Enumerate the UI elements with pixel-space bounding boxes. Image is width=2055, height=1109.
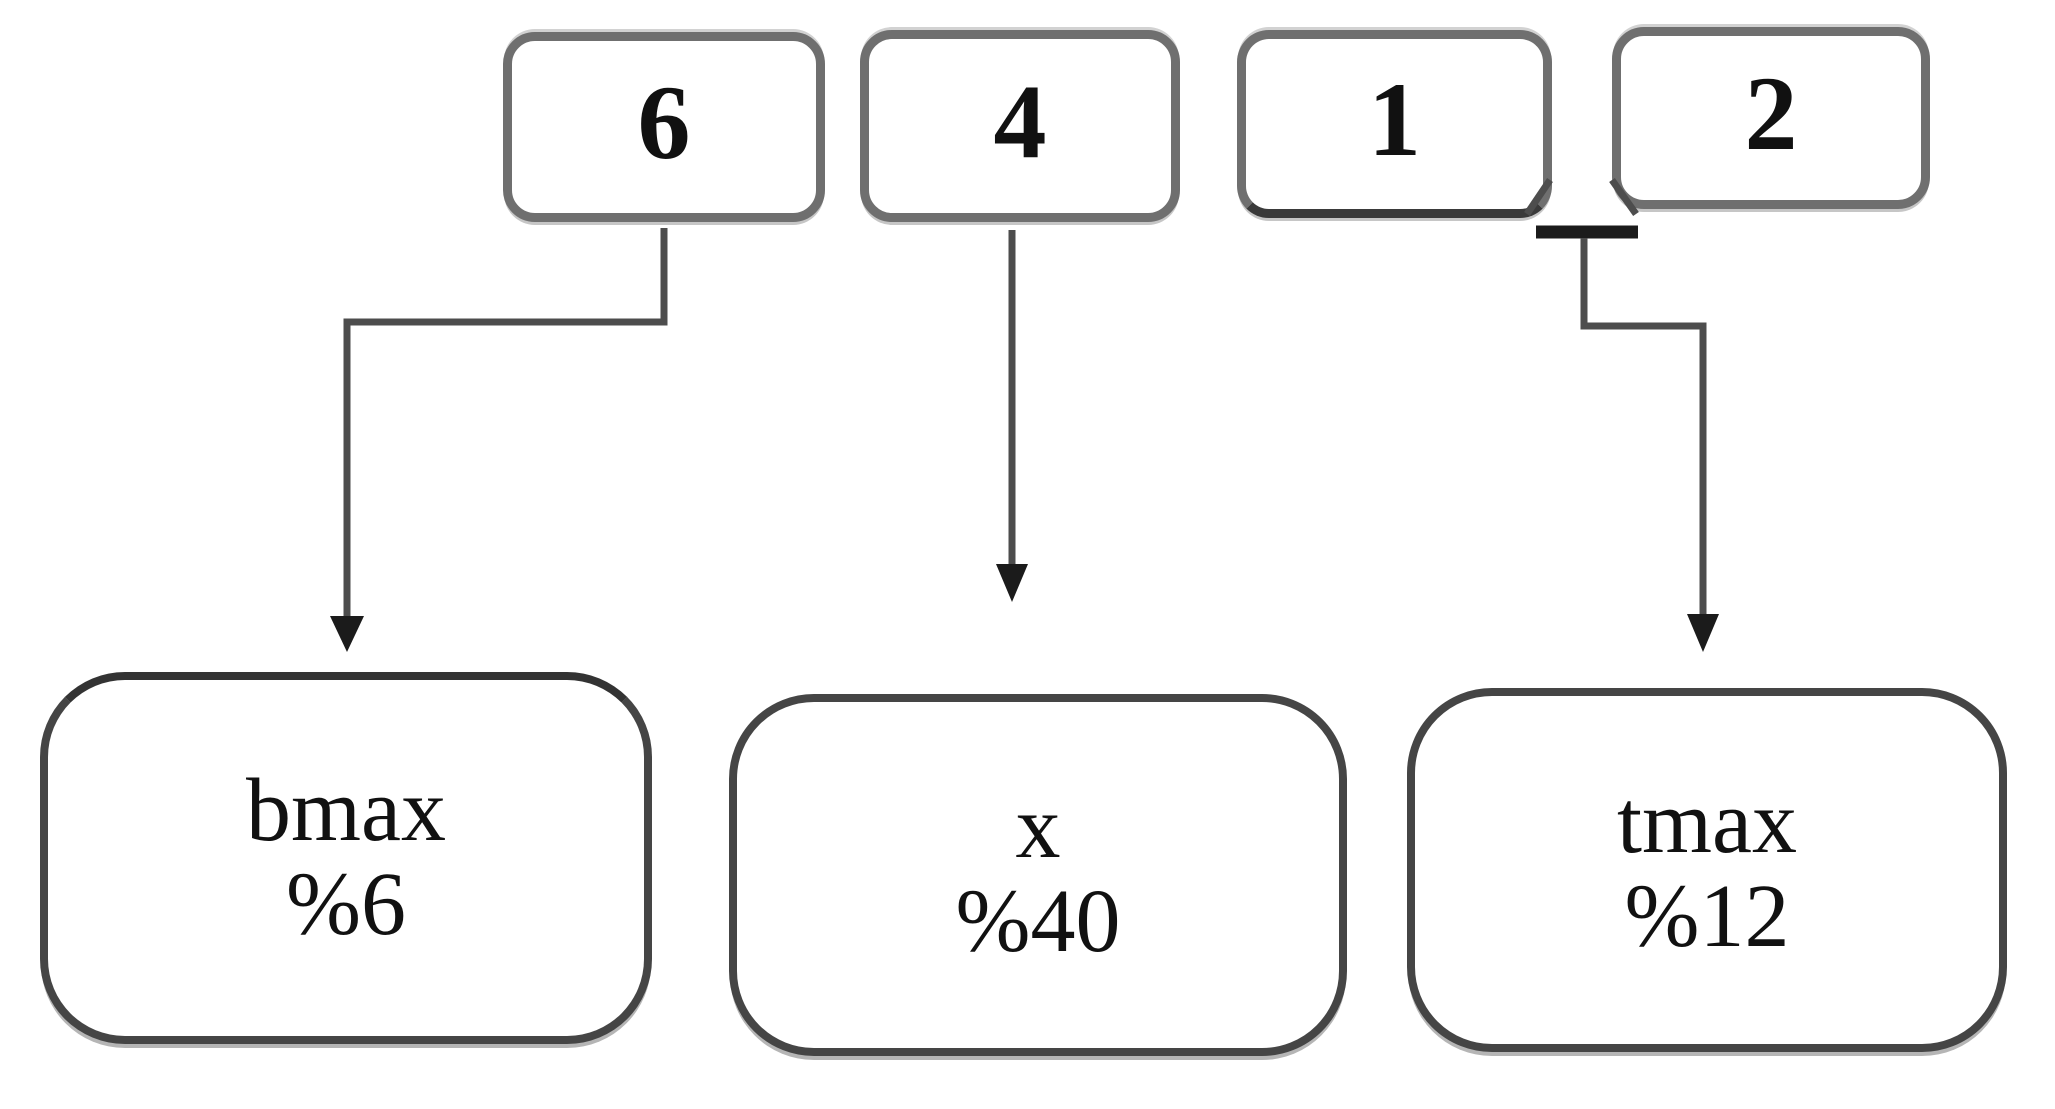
node-tmax-name: tmax bbox=[1617, 772, 1797, 872]
node-x-percent: %40 bbox=[955, 872, 1121, 971]
arrowhead-down-icon bbox=[996, 564, 1028, 602]
node-bmax: bmax %6 bbox=[40, 672, 652, 1044]
node-6-label: 6 bbox=[637, 64, 691, 181]
node-1-label: 1 bbox=[1368, 61, 1421, 178]
node-2-label: 2 bbox=[1744, 55, 1798, 172]
arrow-6-to-bmax bbox=[330, 228, 668, 652]
node-4-label: 4 bbox=[993, 63, 1047, 180]
arrow-1-2-to-tmax bbox=[1524, 177, 1719, 652]
node-x: x %40 bbox=[729, 694, 1347, 1056]
node-4: 4 bbox=[860, 30, 1180, 222]
node-6: 6 bbox=[503, 32, 825, 222]
node-1: 1 bbox=[1237, 30, 1552, 218]
arrow-4-to-x bbox=[996, 230, 1028, 602]
node-tmax: tmax %12 bbox=[1407, 688, 2007, 1052]
node-bmax-name: bmax bbox=[246, 760, 446, 860]
node-bmax-percent: %6 bbox=[286, 855, 406, 954]
node-x-name: x bbox=[1015, 777, 1061, 877]
node-2: 2 bbox=[1612, 27, 1930, 209]
arrowhead-down-icon bbox=[330, 616, 364, 652]
node-tmax-percent: %12 bbox=[1624, 867, 1790, 966]
arrowhead-down-icon bbox=[1687, 614, 1719, 652]
